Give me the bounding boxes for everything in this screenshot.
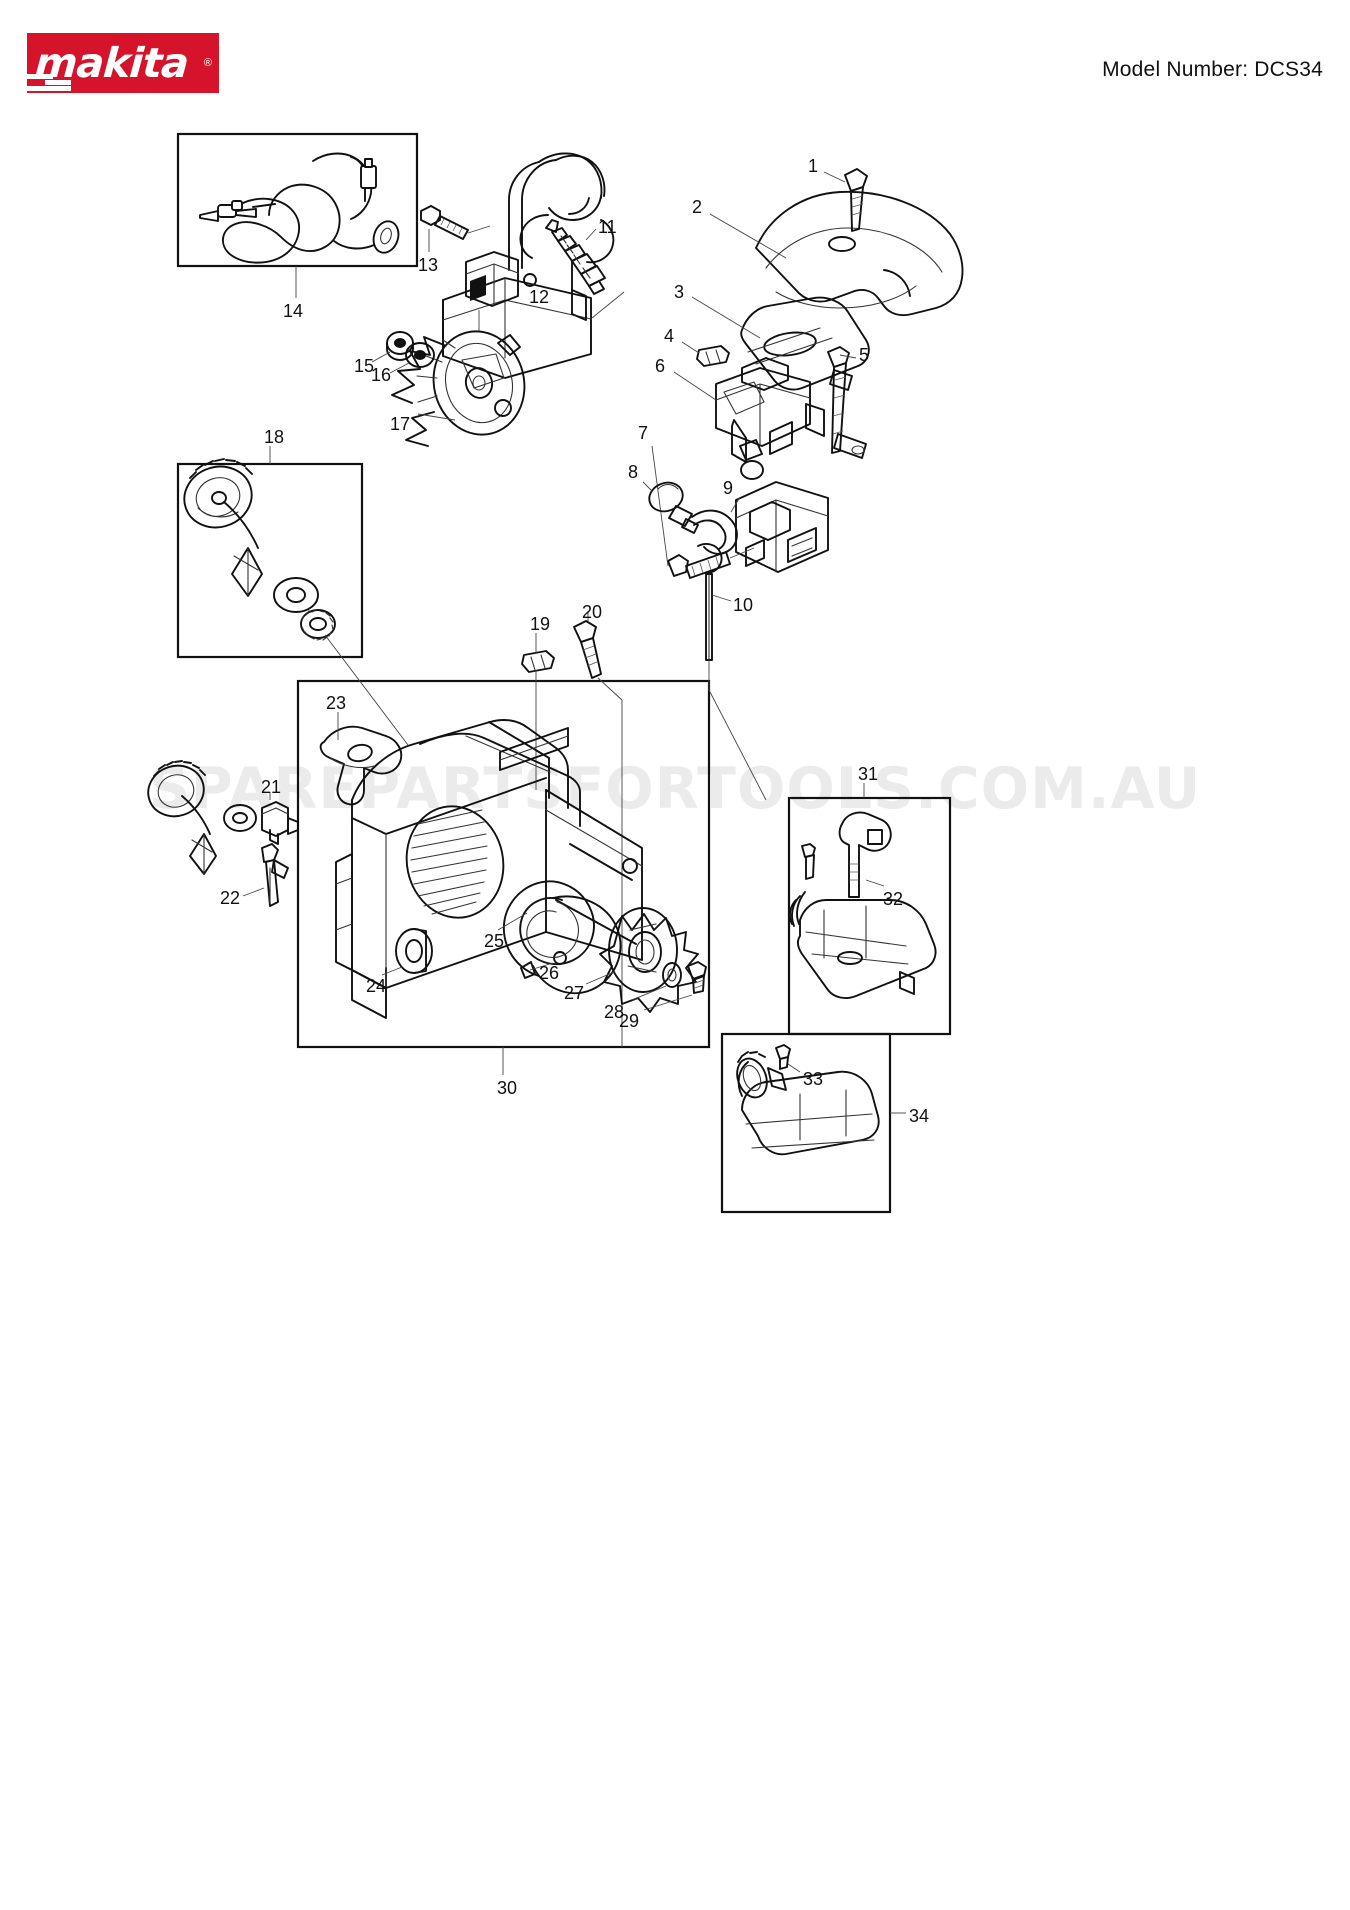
screw-5-part [827, 346, 867, 459]
engine-cover-part [755, 190, 964, 317]
choke-rod-part [697, 543, 723, 661]
callout-7: 7 [638, 423, 649, 443]
callout-25: 25 [484, 931, 505, 951]
callout-17: 17 [390, 414, 411, 434]
oil-cap-left-part [147, 760, 257, 875]
callout-21: 21 [261, 777, 282, 797]
callout-6: 6 [655, 356, 666, 376]
screw-33-part [775, 1044, 791, 1070]
callout-2: 2 [692, 197, 703, 217]
oil-tank-part [788, 891, 937, 999]
callout-14: 14 [283, 301, 304, 321]
washer-16-part [405, 342, 435, 368]
wire-harness-part [199, 152, 400, 264]
callout-13: 13 [418, 255, 439, 275]
nut-15-part [386, 331, 414, 361]
callout-18: 18 [264, 427, 285, 447]
spark-plug-part [545, 219, 606, 295]
bushing-24-part [395, 928, 433, 974]
callout-8: 8 [628, 462, 639, 482]
registered-trademark-icon: ® [203, 57, 212, 69]
fuel-hose-part [691, 509, 738, 555]
screw-1-part [844, 168, 868, 232]
screw-7-part [667, 551, 731, 579]
callout-32: 32 [883, 889, 904, 909]
oil-tank-box [787, 796, 952, 1036]
model-number-label: Model Number: DCS34 [1102, 58, 1323, 81]
flywheel-part [391, 330, 526, 447]
callout-23: 23 [326, 693, 347, 713]
makita-logo: makita ® [27, 33, 219, 93]
callout-1: 1 [808, 156, 819, 176]
screw-small-oiltank-part [801, 843, 816, 880]
oil-cap-assembly-part [183, 458, 336, 641]
recoil-spring-part [502, 880, 595, 977]
callout-20: 20 [582, 602, 603, 622]
fuel-tank-part [736, 1051, 880, 1156]
callout-11: 11 [598, 217, 617, 237]
screw-29-part [687, 961, 707, 994]
ignition-coil-part [442, 152, 615, 379]
wire-harness-box [176, 132, 419, 268]
bolt-32-part [838, 811, 892, 898]
carburetor-part [715, 357, 825, 480]
callout-12: 12 [529, 287, 550, 307]
washer-28-part [662, 962, 682, 988]
callout-15: 15 [354, 356, 375, 376]
fuel-tank-box [720, 1032, 892, 1214]
screw-13-part [420, 205, 469, 240]
oil-fitting-part [261, 801, 299, 845]
clip-4-part [696, 345, 730, 367]
callout-30: 30 [497, 1078, 518, 1098]
callout-22: 22 [220, 888, 241, 908]
callout-33: 33 [803, 1069, 824, 1089]
starter-housing-box [296, 679, 711, 1049]
callout-16: 16 [371, 365, 392, 385]
clip-19-part [521, 650, 555, 673]
callout-24: 24 [366, 976, 387, 996]
callout-26: 26 [539, 963, 560, 983]
starter-handle-part [319, 725, 403, 806]
callout-31: 31 [858, 764, 879, 784]
callout-9: 9 [723, 478, 734, 498]
starter-rope-part [520, 895, 622, 995]
callout-4: 4 [664, 326, 675, 346]
lever-22-part [261, 843, 289, 907]
fuel-filter-part [648, 481, 699, 534]
callout-19: 19 [530, 614, 551, 634]
site-watermark: SPAREPARTSFORTOOLS.COM.AU [148, 756, 1202, 822]
callout-5: 5 [859, 345, 870, 365]
carburetor-body-lower [735, 481, 829, 573]
callout-28: 28 [604, 1002, 625, 1022]
screw-20-part [573, 620, 602, 679]
callout-34: 34 [909, 1106, 930, 1126]
air-filter-part [740, 296, 870, 391]
starter-housing-part [335, 719, 643, 1019]
starter-pulley-part [599, 907, 699, 1013]
callout-29: 29 [619, 1011, 640, 1031]
callout-27: 27 [564, 983, 585, 1003]
callout-10: 10 [733, 595, 754, 615]
callout-3: 3 [674, 282, 685, 302]
